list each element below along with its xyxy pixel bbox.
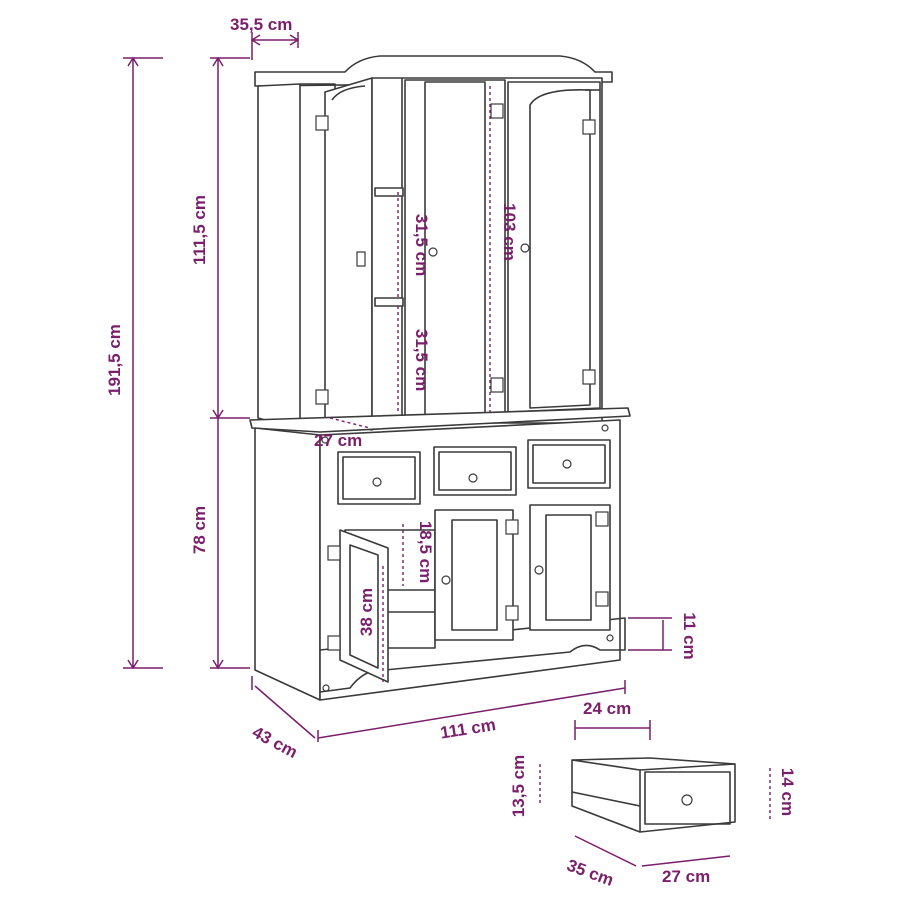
label-bottom-depth: 43 cm (249, 723, 300, 762)
label-lower-compartment: 38 cm (357, 588, 376, 636)
label-drawer-inner-width: 24 cm (583, 699, 631, 718)
label-door-height: 103 cm (500, 203, 519, 261)
label-shelf-lower: 31,5 cm (412, 329, 431, 391)
bottom-cabinet (249, 407, 631, 701)
label-inner-depth-top: 27 cm (314, 431, 362, 450)
label-drawer-inner-height: 13,5 cm (509, 755, 528, 817)
label-total-height: 191,5 cm (105, 324, 124, 396)
label-drawer-to-shelf: 18,5 cm (416, 521, 435, 583)
label-bottom-height: 78 cm (190, 506, 209, 554)
label-shelf-upper: 31,5 cm (412, 214, 431, 276)
label-drawer-depth: 35 cm (564, 856, 616, 890)
label-width: 111 cm (439, 715, 497, 742)
hardware (315, 103, 614, 692)
label-top-height: 111,5 cm (190, 195, 209, 265)
label-top-depth: 35,5 cm (230, 15, 292, 34)
label-drawer-front-width: 27 cm (662, 867, 710, 886)
label-drawer-front-height: 14 cm (778, 768, 797, 816)
drawer-detail (571, 757, 736, 833)
dimension-lines (123, 32, 771, 867)
top-hutch (254, 55, 613, 431)
label-plinth-height: 11 cm (680, 612, 699, 659)
